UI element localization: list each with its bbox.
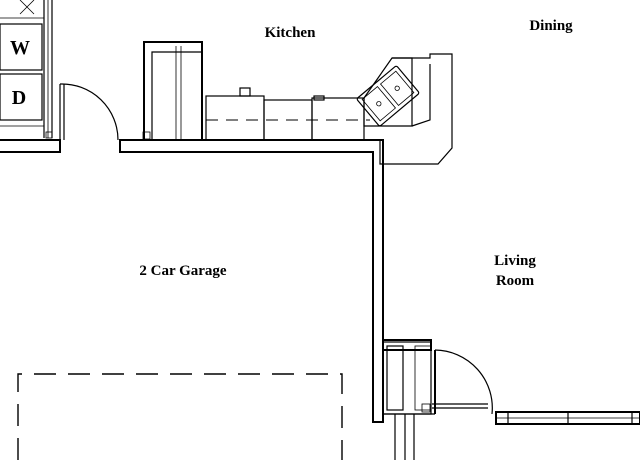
garage-walls (0, 139, 432, 423)
laundry-door (59, 83, 119, 141)
washer-label: W (10, 37, 30, 59)
washer-box (0, 23, 43, 71)
living-room-label-line2: Room (496, 273, 535, 289)
dining-label: Dining (529, 18, 573, 34)
living-room-label-line1: Living (494, 253, 536, 269)
kitchen-label: Kitchen (265, 25, 316, 41)
garage-parking-outline (17, 373, 343, 460)
dryer-box (0, 73, 43, 121)
kitchen-counters (142, 41, 453, 165)
garage-label: 2 Car Garage (139, 263, 227, 279)
dryer-label: D (12, 87, 26, 109)
entry-door (373, 341, 493, 460)
sliding-door (495, 411, 640, 425)
laundry-area: W D (0, 0, 53, 139)
kitchen-sink (356, 65, 420, 127)
